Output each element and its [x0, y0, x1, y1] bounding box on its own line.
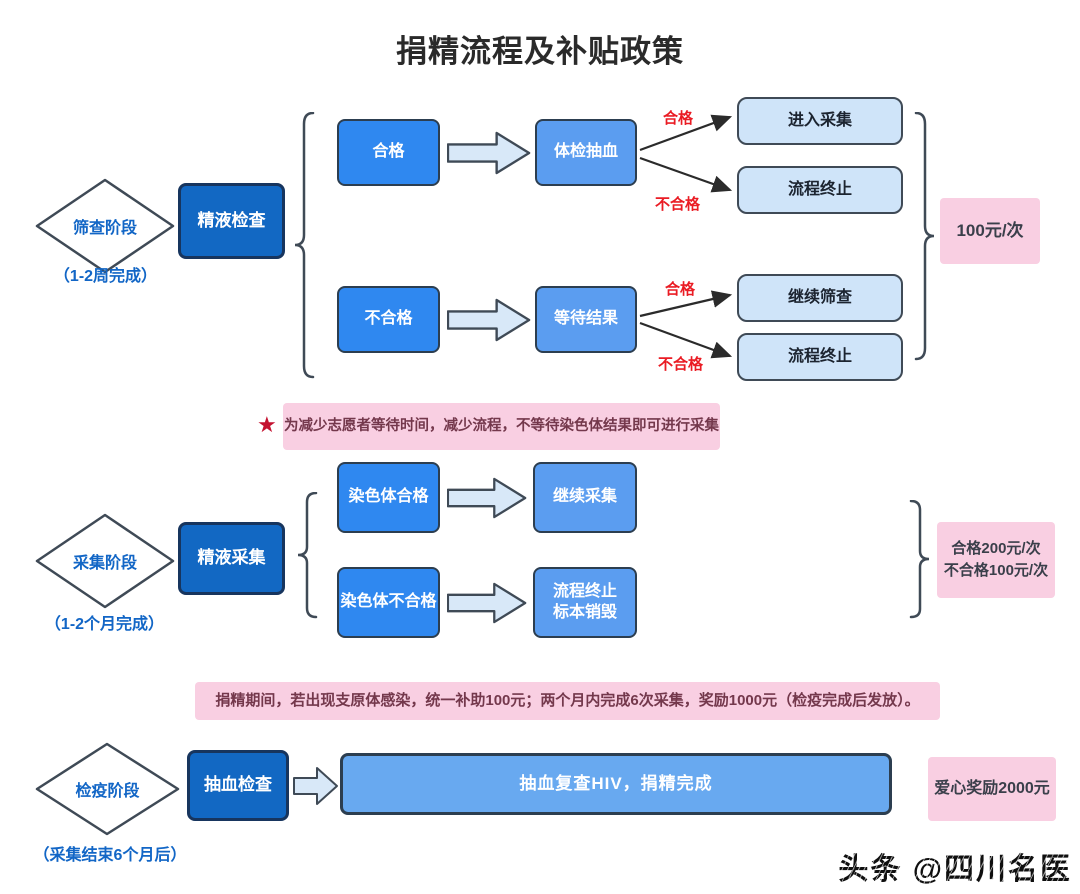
stage2-subsidy-note: 合格200元/次 不合格100元/次	[937, 522, 1055, 598]
stage1-diamond: 筛查阶段	[35, 178, 175, 274]
stage2-row1-input-box: 染色体合格	[337, 462, 440, 533]
brace-right-icon	[914, 112, 935, 361]
stage2-row2-result-box: 流程终止 标本销毁	[533, 567, 637, 638]
arrow-right-icon	[447, 131, 531, 175]
stage2-main-box: 精液采集	[178, 522, 285, 595]
diamond-shape-icon	[35, 513, 175, 609]
stage3-subsidy-note: 爱心奖励2000元	[928, 757, 1056, 821]
watermark: 头条 @四川名医	[838, 844, 1072, 888]
page-title: 捐精流程及补贴政策	[396, 34, 684, 69]
stage1-row1-branch2-label: 不合格	[655, 196, 701, 213]
stage1-row1-input-box: 合格	[337, 119, 440, 186]
arrow-right-icon	[447, 582, 527, 624]
stage1-row1-result2-box: 流程终止	[737, 166, 903, 214]
subsidy-banner: 捐精期间，若出现支原体感染，统一补助100元；两个月内完成6次采集，奖励1000…	[195, 682, 940, 720]
arrow-right-icon	[447, 298, 531, 342]
stage1-row1-result1-box: 进入采集	[737, 97, 903, 145]
stage1-diamond-label: 筛查阶段	[72, 220, 137, 237]
stage3-main-box: 抽血检查	[187, 750, 289, 821]
stage3-diamond: 检疫阶段	[35, 742, 180, 836]
stage1-row1-process-box: 体检抽血	[535, 119, 637, 186]
brace-right-icon	[909, 500, 930, 619]
stage2-diamond-label: 采集阶段	[72, 555, 137, 572]
diamond-shape-icon	[35, 178, 175, 274]
brace-left-icon	[297, 492, 318, 619]
stage1-row2-branch2-label: 不合格	[658, 356, 704, 373]
brace-left-icon	[294, 112, 315, 379]
stage1-row2-result2-box: 流程终止	[737, 333, 903, 381]
diamond-shape-icon	[35, 742, 180, 836]
stage1-subsidy-note: 100元/次	[940, 198, 1040, 264]
stage1-row2-input-box: 不合格	[337, 286, 440, 353]
stage3-diamond-label: 检疫阶段	[75, 783, 140, 800]
stage3-wide-box: 抽血复查HIV，捐精完成	[340, 753, 892, 815]
stage1-caption: （1-2周完成）	[53, 268, 158, 285]
stage2-caption: （1-2个月完成）	[44, 616, 165, 633]
stage1-row1-branch1-label: 合格	[663, 110, 694, 127]
star-icon: ★	[257, 412, 277, 437]
arrow-right-icon	[293, 767, 338, 805]
stage1-row2-result1-box: 继续筛查	[737, 274, 903, 322]
stage2-row1-result-box: 继续采集	[533, 462, 637, 533]
stage1-row2-branch1-label: 合格	[665, 281, 696, 298]
stage2-row2-input-box: 染色体不合格	[337, 567, 440, 638]
stage1-row2-process-box: 等待结果	[535, 286, 637, 353]
arrow-right-icon	[447, 477, 527, 519]
process-note: 为减少志愿者等待时间，减少流程，不等待染色体结果即可进行采集	[283, 403, 720, 450]
stage1-main-box: 精液检查	[178, 183, 285, 259]
stage2-diamond: 采集阶段	[35, 513, 175, 609]
stage3-caption: （采集结束6个月后）	[33, 847, 187, 864]
